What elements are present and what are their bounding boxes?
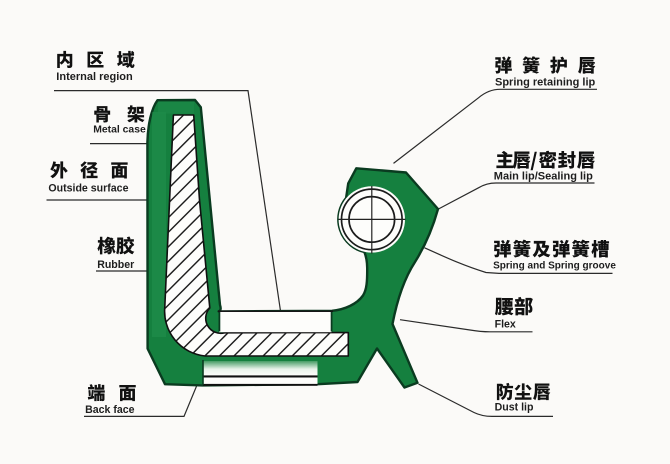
svg-text:Outside surface: Outside surface [48,182,128,194]
svg-text:Dust lip: Dust lip [495,402,534,414]
svg-text:Main lip/Sealing lip: Main lip/Sealing lip [494,171,593,183]
svg-text:Flex: Flex [495,319,516,331]
svg-text:Spring and Spring groove: Spring and Spring groove [493,260,616,271]
svg-text:Internal region: Internal region [56,71,133,83]
svg-text:Spring retaining lip: Spring retaining lip [495,77,596,89]
svg-text:Rubber: Rubber [97,259,134,271]
svg-text:Back face: Back face [85,404,135,416]
svg-text:Metal case: Metal case [93,125,146,136]
